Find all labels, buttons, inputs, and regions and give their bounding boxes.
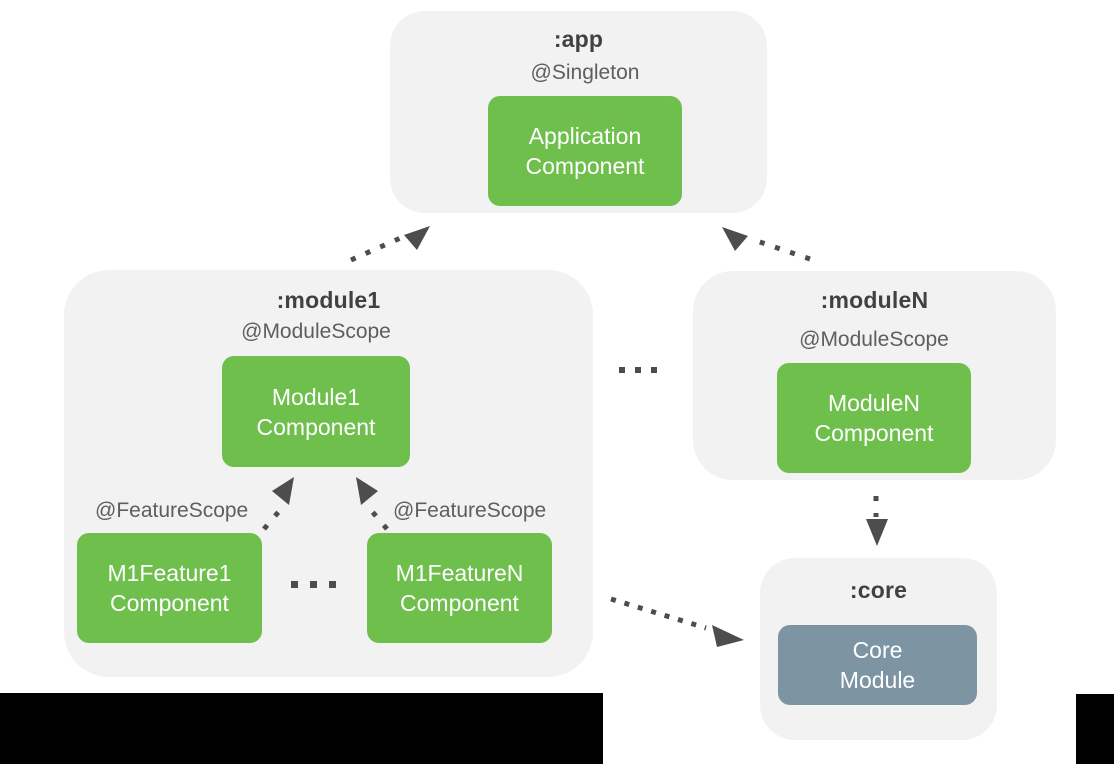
scope-label-feature-right: @FeatureScope bbox=[393, 499, 547, 522]
arrow-moduleN-to-core-icon bbox=[866, 496, 888, 546]
ellipsis-dot bbox=[291, 581, 298, 588]
component-box-m1featureN: M1FeatureN Component bbox=[367, 533, 552, 643]
scope-label-moduleN: @ModuleScope bbox=[799, 328, 949, 351]
scope-label-feature-left: @FeatureScope bbox=[95, 499, 249, 522]
arrow-module1-to-core-icon bbox=[610, 596, 744, 647]
container-title-moduleN: :moduleN bbox=[820, 287, 929, 313]
black-bar-right bbox=[1076, 694, 1114, 764]
component-box-application: Application Component bbox=[488, 96, 682, 206]
component-box-m1feature1: M1Feature1 Component bbox=[77, 533, 262, 643]
ellipsis-dot bbox=[310, 581, 317, 588]
ellipsis-dot bbox=[329, 581, 336, 588]
ellipsis-dot bbox=[619, 367, 625, 373]
arrow-module1-to-app-icon bbox=[349, 226, 430, 263]
arrow-moduleN-to-app-icon bbox=[722, 227, 811, 262]
ellipsis-dot bbox=[635, 367, 641, 373]
component-box-moduleN: ModuleN Component bbox=[777, 363, 971, 473]
container-title-app: :app bbox=[553, 26, 604, 52]
component-box-module1: Module1 Component bbox=[222, 356, 410, 467]
container-title-module1: :module1 bbox=[276, 287, 381, 313]
scope-label-singleton: @Singleton bbox=[530, 61, 640, 84]
container-title-core: :core bbox=[849, 577, 908, 603]
black-bar-left bbox=[0, 693, 603, 764]
scope-label-module1: @ModuleScope bbox=[241, 320, 391, 343]
ellipsis-dot bbox=[651, 367, 657, 373]
component-box-core: Core Module bbox=[778, 625, 977, 705]
